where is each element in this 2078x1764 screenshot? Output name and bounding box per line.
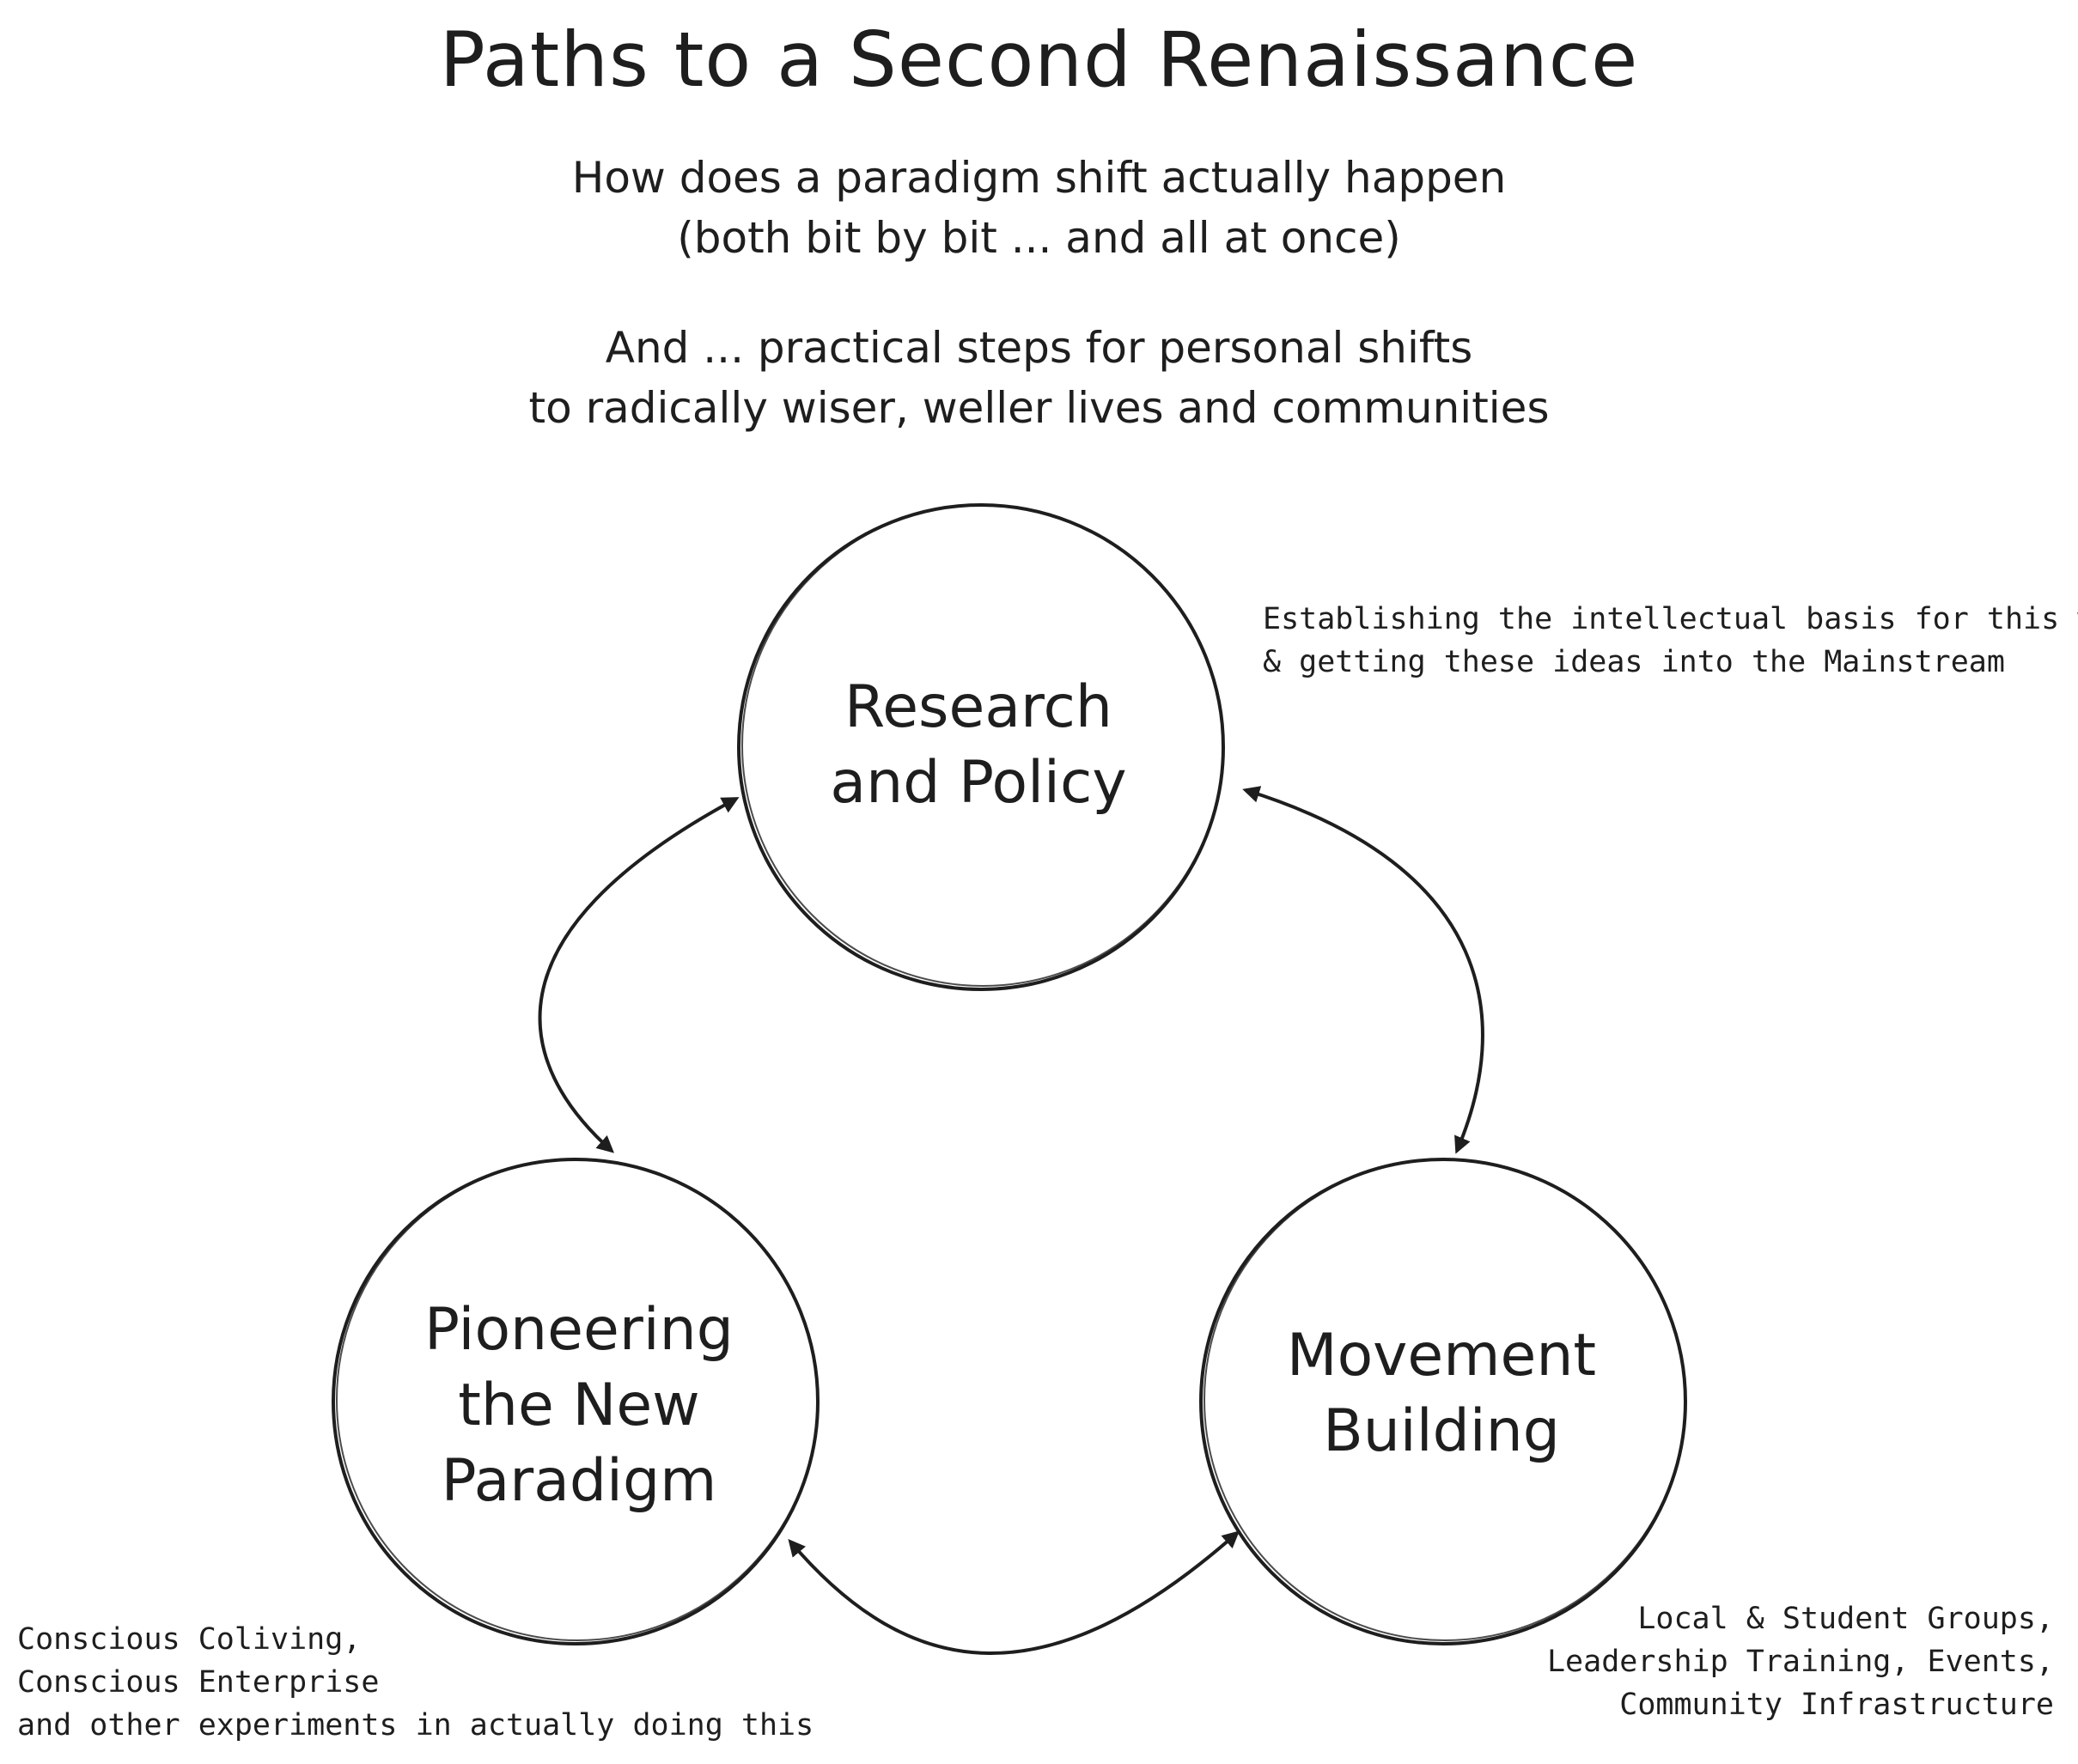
- research-node-label: Research and Policy: [764, 670, 1193, 821]
- pioneering-note-line-1: Conscious Coliving,: [17, 1622, 362, 1657]
- movement-label-line-2: Building: [1323, 1397, 1560, 1465]
- pioneering-note-line-3: and other experiments in actually doing …: [17, 1708, 814, 1743]
- pioneering-node-circle: [332, 1158, 820, 1645]
- research-note-line-1: Establishing the intellectual basis for …: [1263, 602, 2078, 636]
- arrow-research-movement: [1242, 786, 1484, 1154]
- movement-node-label: Movement Building: [1227, 1318, 1656, 1469]
- pioneering-label-line-3: Paradigm: [441, 1447, 717, 1515]
- subtitle-practical-line-1: And ... practical steps for personal shi…: [605, 323, 1473, 373]
- movement-node-circle: [1199, 1158, 1687, 1645]
- movement-note-line-2: Leadership Training, Events,: [1546, 1645, 2054, 1679]
- research-label-line-2: and Policy: [830, 749, 1127, 817]
- movement-note-line-1: Local & Student Groups,: [1637, 1602, 2054, 1636]
- pioneering-label-line-1: Pioneering: [424, 1296, 734, 1364]
- pioneering-note: Conscious Coliving, Conscious Enterprise…: [17, 1618, 814, 1747]
- pioneering-note-line-2: Conscious Enterprise: [17, 1665, 380, 1700]
- subtitle-practical-line-2: to radically wiser, weller lives and com…: [528, 383, 1550, 433]
- research-label-line-1: Research: [844, 673, 1112, 741]
- research-note-line-2: & getting these ideas into the Mainstrea…: [1263, 645, 2005, 679]
- arrow-research-pioneering: [538, 797, 740, 1153]
- research-node-circle: [737, 503, 1225, 991]
- movement-note-line-3: Community Infrastructure: [1619, 1688, 2054, 1722]
- diagram-title: Paths to a Second Renaissance: [439, 15, 1639, 104]
- subtitle-question-line-1: How does a paradigm shift actually happe…: [571, 153, 1507, 203]
- subtitle-practical: And ... practical steps for personal shi…: [0, 318, 2078, 438]
- research-note: Establishing the intellectual basis for …: [1263, 598, 2078, 684]
- movement-label-line-1: Movement: [1286, 1322, 1597, 1390]
- movement-note: Local & Student Groups, Leadership Train…: [1547, 1597, 2054, 1726]
- pioneering-label-line-2: the New: [458, 1372, 700, 1439]
- subtitle-question-line-2: (both bit by bit ... and all at once): [677, 213, 1401, 263]
- pioneering-node-label: Pioneering the New Paradigm: [364, 1293, 794, 1519]
- subtitle-question: How does a paradigm shift actually happe…: [0, 148, 2078, 268]
- arrow-pioneering-movement: [788, 1530, 1240, 1655]
